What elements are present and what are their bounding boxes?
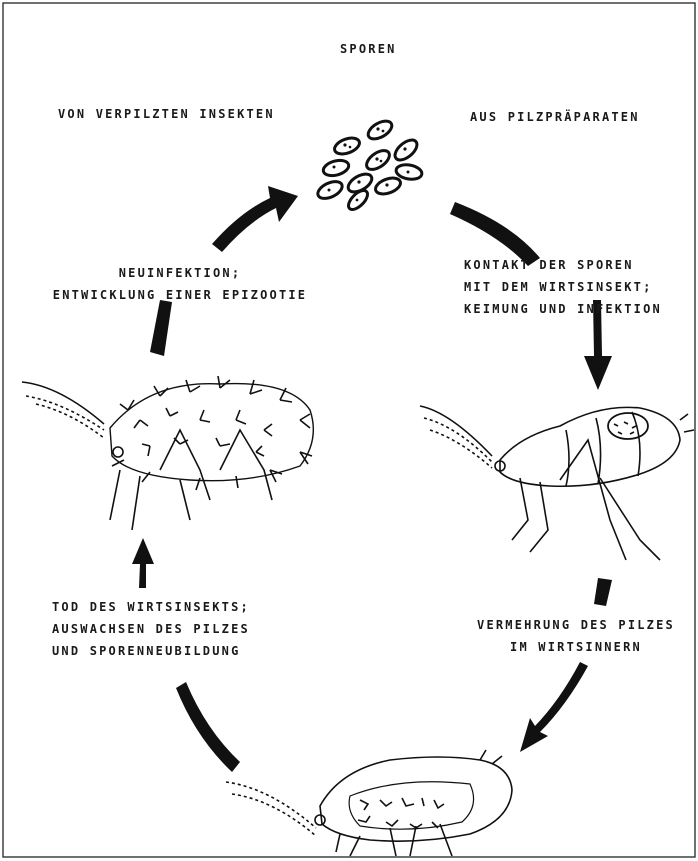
- step-death-line-2: AUSWACHSEN DES PILZES: [52, 618, 250, 640]
- step-reinfection: NEUINFEKTION; ENTWICKLUNG EINER EPIZOOTI…: [34, 262, 326, 306]
- step-reinfection-line-1: NEUINFEKTION;: [34, 262, 326, 284]
- figure-border: [3, 3, 695, 857]
- step-contact: KONTAKT DER SPOREN MIT DEM WIRTSINSEKT; …: [464, 254, 662, 320]
- step-death-line-3: UND SPORENNEUBILDUNG: [52, 640, 250, 662]
- step-contact-line-3: KEIMUNG UND INFEKTION: [464, 298, 662, 320]
- step-multiplication-line-1: VERMEHRUNG DES PILZES: [468, 614, 684, 636]
- step-multiplication: VERMEHRUNG DES PILZES IM WIRTSINNERN: [468, 614, 684, 658]
- source-label-right: AUS PILZPRÄPARATEN: [470, 106, 640, 128]
- spores-title: SPOREN: [340, 38, 397, 60]
- arrow-multiplication-to-dissected: [520, 662, 588, 752]
- arrow-reinfection-to-spores: [212, 186, 298, 252]
- source-label-left: VON VERPILZTEN INSEKTEN: [58, 103, 275, 125]
- arrow-left-upper-bar: [150, 300, 172, 356]
- step-contact-line-2: MIT DEM WIRTSINSEKT;: [464, 276, 662, 298]
- step-contact-line-1: KONTAKT DER SPOREN: [464, 254, 662, 276]
- arrow-dissected-to-death: [176, 682, 240, 772]
- arrow-death-to-mycelium: [132, 538, 154, 588]
- step-death-line-1: TOD DES WIRTSINSEKTS;: [52, 596, 250, 618]
- mycelium-insect: [22, 376, 313, 530]
- arrow-right-lower-bar: [594, 578, 612, 606]
- step-death: TOD DES WIRTSINSEKTS; AUSWACHSEN DES PIL…: [52, 596, 250, 662]
- spores-cluster: [315, 117, 423, 212]
- infected-insect: [420, 406, 694, 560]
- dissected-insect: [226, 750, 512, 856]
- step-reinfection-line-2: ENTWICKLUNG EINER EPIZOOTIE: [34, 284, 326, 306]
- step-multiplication-line-2: IM WIRTSINNERN: [468, 636, 684, 658]
